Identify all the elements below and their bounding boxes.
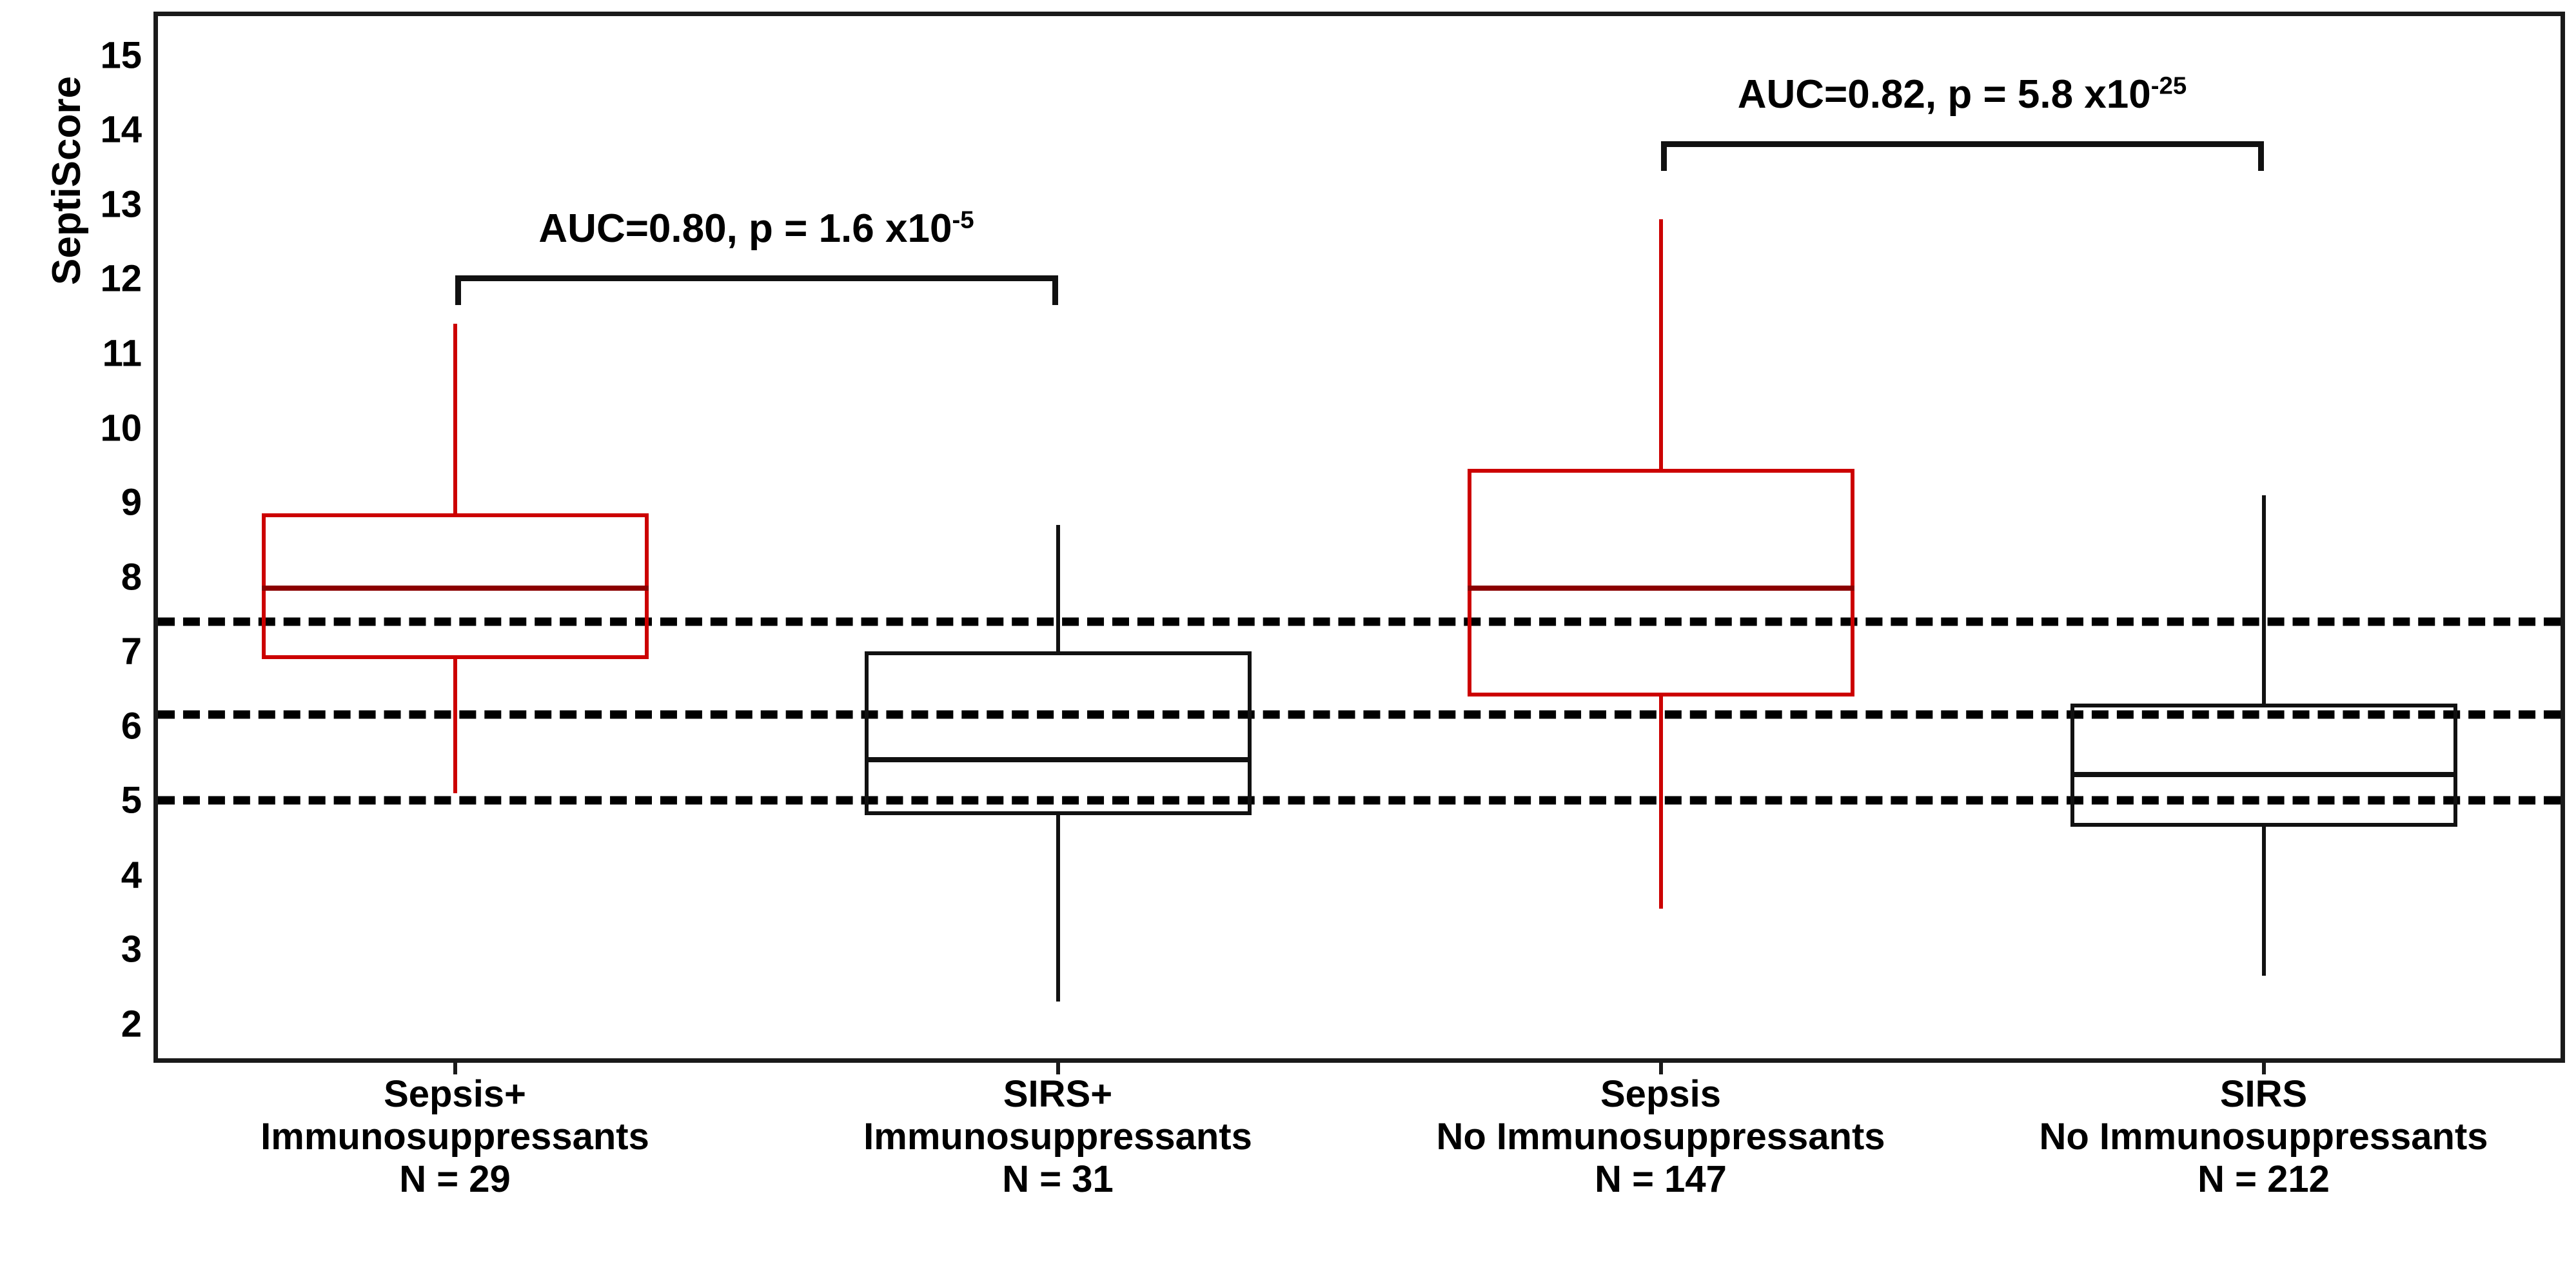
x-axis-tick-sepsis-plus-immunosuppressants — [453, 1060, 457, 1074]
significance-label-exponent: -25 — [2150, 72, 2187, 99]
y-axis-tick-label: 13 — [100, 183, 142, 226]
category-line: Sepsis+ — [384, 1073, 526, 1115]
significance-label-auc-sepsis-vs-sirs-immunosuppressants: AUC=0.80, p = 1.6 x10-5 — [538, 206, 974, 252]
significance-label-auc-sepsis-vs-sirs-no-immunosuppressants: AUC=0.82, p = 5.8 x10-25 — [1738, 72, 2187, 117]
reference-line — [158, 710, 2561, 719]
y-axis-tick-label: 9 — [121, 481, 142, 524]
bracket-top-bar — [1660, 141, 2264, 147]
significance-bracket-auc-sepsis-vs-sirs-no-immunosuppressants — [1660, 141, 2264, 171]
y-axis-tick-label: 8 — [121, 556, 142, 598]
y-axis-tick-label: 10 — [100, 407, 142, 449]
box-iqr — [864, 651, 1252, 816]
significance-label-text: AUC=0.82, p = 5.8 x10 — [1737, 72, 2151, 117]
y-axis-tick-label: 14 — [100, 108, 142, 151]
whisker-lower — [453, 658, 457, 793]
reference-line — [158, 796, 2561, 805]
bracket-left-leg — [1660, 141, 1667, 171]
bracket-top-bar — [455, 275, 1058, 281]
x-axis-tick-sirs-plus-immunosuppressants — [1056, 1060, 1060, 1074]
box-iqr — [1467, 469, 1854, 696]
category-n-label: N = 212 — [2197, 1158, 2330, 1201]
plot-panel — [153, 12, 2565, 1063]
x-axis-tick-sirs-no-immunosuppressants — [2261, 1060, 2266, 1074]
bracket-left-leg — [455, 275, 461, 305]
category-line: Sepsis — [1600, 1073, 1721, 1115]
category-n-label: N = 147 — [1595, 1158, 1727, 1201]
whisker-upper — [2261, 495, 2266, 704]
bracket-right-leg — [1052, 275, 1058, 305]
category-n-label: N = 29 — [399, 1158, 511, 1201]
median-line — [261, 586, 649, 591]
y-axis-tick-label: 5 — [121, 779, 142, 822]
median-line — [864, 756, 1252, 762]
median-line — [1467, 586, 1854, 591]
bracket-right-leg — [2257, 141, 2264, 171]
box-iqr — [2070, 704, 2457, 827]
y-axis-tick-label: 11 — [102, 332, 142, 375]
category-line: No Immunosuppressants — [2039, 1116, 2488, 1158]
reference-line — [158, 617, 2561, 626]
whisker-lower — [1056, 815, 1060, 1002]
category-n-label: N = 31 — [1002, 1158, 1114, 1201]
whisker-lower — [2261, 826, 2266, 976]
category-line: SIRS+ — [1003, 1073, 1113, 1115]
significance-label-exponent: -5 — [952, 206, 974, 233]
y-axis-tick-label: 4 — [121, 854, 142, 896]
category-line: Immunosuppressants — [863, 1116, 1252, 1158]
y-axis-tick-label: 6 — [121, 705, 142, 747]
y-axis-tick-label: 3 — [121, 928, 142, 971]
category-line: Immunosuppressants — [261, 1116, 649, 1158]
significance-label-text: AUC=0.80, p = 1.6 x10 — [538, 206, 952, 251]
whisker-upper — [1056, 524, 1060, 652]
whisker-upper — [1658, 219, 1663, 469]
whisker-upper — [453, 323, 457, 514]
y-axis-tick-label: 2 — [121, 1003, 142, 1045]
category-line: No Immunosuppressants — [1436, 1116, 1885, 1158]
significance-bracket-auc-sepsis-vs-sirs-immunosuppressants — [455, 275, 1058, 305]
y-axis-tick-label: 15 — [100, 34, 142, 77]
y-axis-tick-label: 7 — [121, 630, 142, 673]
category-line: SIRS — [2219, 1073, 2308, 1115]
y-axis-tick-label: 12 — [100, 257, 142, 300]
whisker-lower — [1658, 696, 1663, 909]
x-axis-tick-sepsis-no-immunosuppressants — [1658, 1060, 1663, 1074]
median-line — [2070, 771, 2457, 777]
